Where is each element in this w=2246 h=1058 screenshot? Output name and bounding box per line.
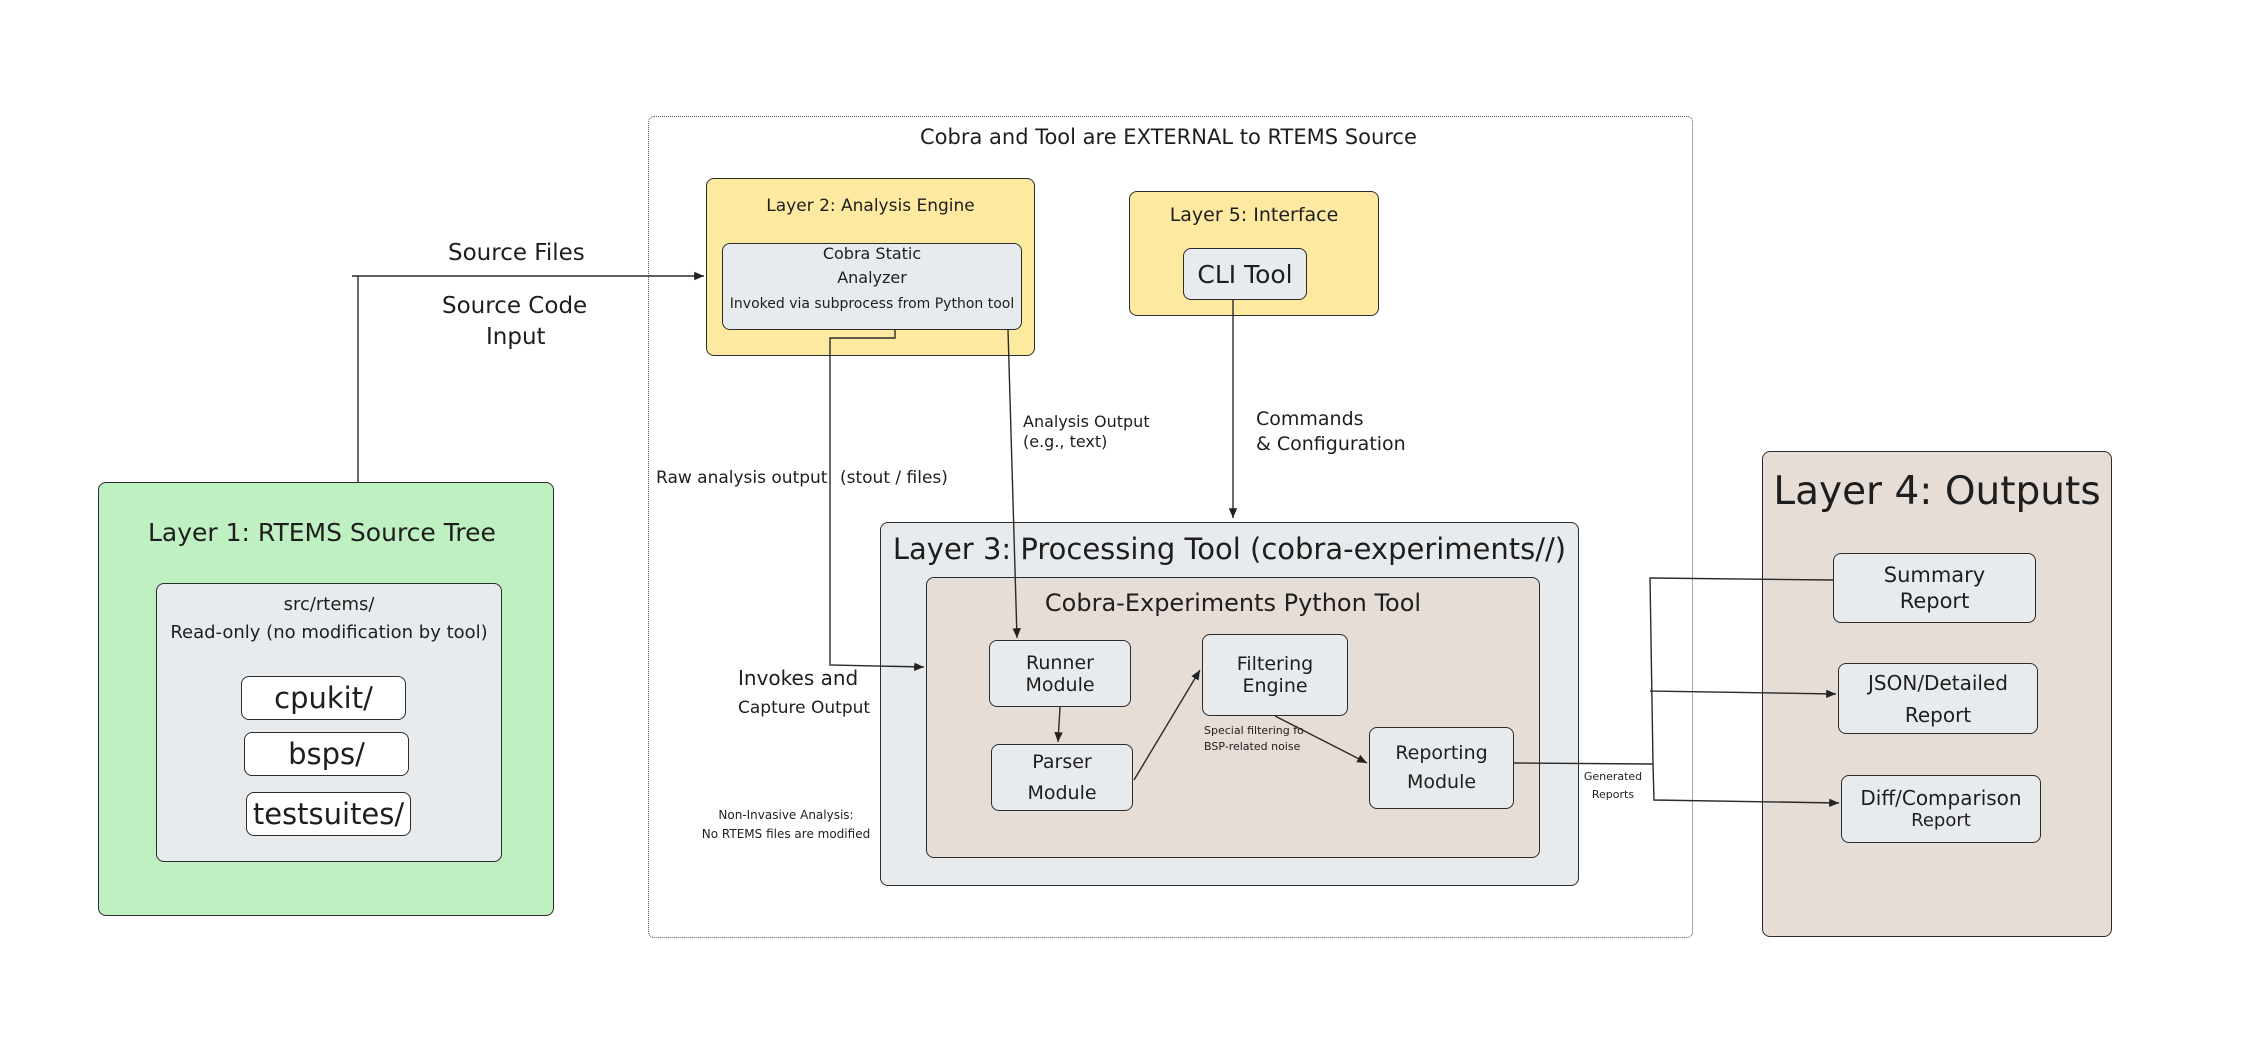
python-tool-container	[926, 577, 1540, 858]
folder-cpukit[interactable]: cpukit/	[241, 676, 406, 720]
analyzer-title-line2: Analyzer	[837, 268, 907, 287]
json-report-line2: Report	[1904, 702, 1972, 727]
python-tool-title: Cobra-Experiments Python Tool	[1044, 589, 1422, 617]
label-analysis-output-line2: (e.g., text)	[1023, 432, 1108, 451]
filter-note-line1: Special filtering fo	[1204, 724, 1304, 737]
label-commands-line2: & Configuration	[1256, 433, 1406, 455]
filtering-engine[interactable]: Filtering Engine	[1202, 634, 1348, 716]
edge-generated-reports	[1513, 577, 1834, 765]
diff-comparison-report[interactable]: Diff/Comparison Report	[1841, 775, 2041, 843]
parser-module[interactable]: Parser Module	[991, 744, 1133, 811]
filtering-engine-line2: Engine	[1242, 675, 1308, 697]
parser-module-line2: Module	[1027, 781, 1097, 804]
layer3-title: Layer 3: Processing Tool (cobra-experime…	[892, 532, 1567, 566]
reporting-module-line2: Module	[1406, 771, 1477, 793]
diff-report-line1: Diff/Comparison	[1860, 786, 2022, 811]
label-generated-line2: Reports	[1591, 788, 1635, 801]
folder-label: cpukit/	[274, 681, 373, 715]
label-source-files: Source Files	[448, 240, 585, 266]
filtering-engine-line1: Filtering	[1236, 653, 1314, 675]
cli-tool-label: CLI Tool	[1197, 259, 1293, 289]
analyzer-note: Invoked via subprocess from Python tool	[729, 296, 1015, 312]
summary-report[interactable]: Summary Report	[1833, 553, 2036, 623]
label-invokes: Invokes and	[738, 666, 859, 690]
summary-report-line1: Summary	[1883, 562, 1986, 587]
folder-label: testsuites/	[252, 797, 405, 831]
cobra-static-analyzer[interactable]	[722, 243, 1022, 330]
edge-raw-output	[829, 330, 925, 671]
label-capture-output: Capture Output	[738, 698, 871, 718]
label-commands-line1: Commands	[1256, 408, 1364, 430]
summary-report-line2: Report	[1899, 589, 1970, 613]
edge-parser-filter	[1133, 669, 1201, 781]
runner-module-line2: Module	[1025, 673, 1095, 696]
runner-module[interactable]: Runner Module	[989, 640, 1131, 707]
label-generated-line1: Generated	[1583, 770, 1643, 783]
label-raw-output: Raw analysis output	[656, 468, 828, 488]
layer1-src-note: Read-only (no modification by tool)	[170, 622, 488, 643]
layer1-src-path: src/rtems/	[283, 594, 375, 615]
edge-to-diff	[1652, 763, 1840, 808]
layer4-title: Layer 4: Outputs	[1773, 469, 2101, 514]
label-analysis-output-line1: Analysis Output	[1023, 412, 1150, 431]
edge-source-files	[352, 276, 704, 482]
cli-tool[interactable]: CLI Tool	[1183, 248, 1307, 300]
label-non-invasive-line2: No RTEMS files are modified	[701, 827, 871, 841]
layer2-title: Layer 2: Analysis Engine	[766, 196, 975, 216]
folder-testsuites[interactable]: testsuites/	[246, 792, 411, 836]
layer5-title: Layer 5: Interface	[1169, 204, 1339, 226]
edge-to-json	[1649, 689, 1837, 699]
reporting-module[interactable]: Reporting Module	[1369, 727, 1514, 809]
external-boundary	[648, 116, 1693, 938]
parser-module-line1: Parser	[1032, 751, 1092, 774]
diff-report-line2: Report	[1911, 810, 1971, 832]
folder-label: bsps/	[288, 737, 365, 771]
label-non-invasive-line1: Non-Invasive Analysis:	[718, 808, 854, 822]
edge-analysis-output	[1007, 329, 1021, 639]
label-source-code-line2: Input	[486, 324, 546, 350]
label-source-code-line1: Source Code	[442, 293, 588, 319]
reporting-module-line1: Reporting	[1395, 741, 1488, 764]
layer1-title: Layer 1: RTEMS Source Tree	[148, 518, 496, 547]
label-stout-files: (stout / files)	[840, 468, 948, 488]
json-detailed-report[interactable]: JSON/Detailed Report	[1838, 663, 2038, 734]
json-report-line1: JSON/Detailed	[1868, 670, 2008, 695]
folder-bsps[interactable]: bsps/	[244, 732, 409, 776]
runner-module-line1: Runner	[1026, 651, 1094, 674]
analyzer-title-line1: Cobra Static	[822, 244, 922, 263]
external-boundary-label: Cobra and Tool are EXTERNAL to RTEMS Sou…	[920, 125, 1417, 149]
edge-filter-report	[1274, 715, 1368, 764]
edge-runner-parser	[1054, 706, 1063, 743]
filter-note-line2: BSP-related noise	[1204, 740, 1301, 753]
